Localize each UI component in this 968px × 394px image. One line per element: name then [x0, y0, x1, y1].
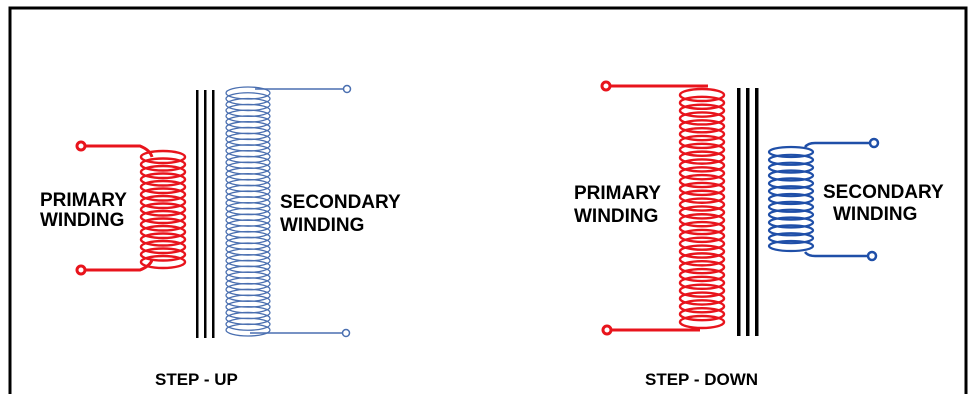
coil-turn: [678, 126, 726, 142]
step-down-secondary-bottom-lead: [804, 251, 868, 258]
step-up-core-bar-1: [196, 90, 199, 338]
coil-turn: [678, 244, 726, 259]
coil-turn: [767, 153, 815, 166]
step-down-core-bar-2: [746, 88, 750, 336]
step-up-primary-coil: [139, 149, 187, 270]
coil-turn: [678, 103, 726, 118]
step-up-secondary-bottom-terminal: [341, 328, 351, 338]
coil-turn: [678, 87, 726, 103]
coil-turn: [678, 181, 726, 197]
step-down-secondary-coil: [767, 145, 815, 253]
step-up-caption: STEP - UP: [155, 370, 238, 389]
step-down-core-bar-1: [737, 88, 741, 336]
coil-turn: [767, 239, 815, 253]
coil-turn: [767, 161, 815, 174]
coil-turn: [678, 299, 726, 314]
step-up-primary-label-line1: PRIMARY: [40, 190, 127, 211]
coil-turn: [678, 213, 726, 228]
coil-turn: [139, 149, 187, 165]
coil-turn: [678, 158, 726, 173]
coil-turn: [678, 275, 726, 291]
coil-turn: [139, 157, 187, 172]
coil-turn: [139, 187, 187, 202]
step-up-core-bar-3: [212, 90, 215, 338]
coil-turn: [678, 173, 726, 189]
coil-turn: [678, 267, 726, 283]
coil-turn: [678, 205, 726, 220]
coil-turn: [139, 254, 187, 270]
coil-turn: [678, 220, 726, 236]
coil-turn: [678, 111, 726, 126]
coil-turn: [139, 164, 187, 180]
step-down-primary-coil: [678, 87, 726, 330]
coil-turn: [678, 189, 726, 204]
coil-turn: [678, 291, 726, 306]
step-down-primary-label-line2: WINDING: [574, 206, 658, 227]
step-down-caption: STEP - DOWN: [645, 370, 758, 389]
coil-turn: [139, 232, 187, 247]
coil-turn: [678, 119, 726, 134]
step-up-primary-top-lead: [83, 144, 154, 158]
step-down-primary-label-line1: PRIMARY: [574, 183, 661, 204]
coil-turn: [678, 95, 726, 111]
coil-turn: [767, 200, 815, 213]
step-down-secondary-label-line2: WINDING: [833, 204, 917, 225]
step-down-secondary-top-lead: [804, 141, 870, 148]
coil-turn: [678, 252, 726, 267]
coil-turn: [139, 217, 187, 232]
step-down-secondary-label-line1: SECONDARY: [823, 182, 944, 203]
coil-turn: [678, 142, 726, 157]
coil-turn: [767, 224, 815, 237]
step-up-secondary-label-line1: SECONDARY: [280, 192, 401, 213]
step-down-primary-top-terminal: [600, 80, 612, 92]
coil-turn: [678, 314, 726, 330]
coil-turn: [767, 208, 815, 221]
coil-turn: [139, 224, 187, 240]
coil-turn: [678, 228, 726, 244]
diagram-frame: [8, 6, 968, 394]
step-up-secondary-label-line2: WINDING: [280, 215, 364, 236]
coil-turn: [678, 197, 726, 212]
coil-turn: [767, 177, 815, 190]
coil-turn: [678, 283, 726, 298]
coil-turn: [225, 323, 271, 337]
step-down-core-bar-3: [755, 88, 759, 336]
coil-turn: [139, 202, 187, 217]
step-up-secondary-top-terminal: [342, 84, 352, 94]
coil-turn: [678, 306, 726, 322]
step-up-primary-bottom-terminal: [75, 264, 87, 276]
coil-turn: [767, 192, 815, 206]
coil-turn: [767, 169, 815, 182]
coil-turn: [139, 172, 187, 187]
coil-turn: [678, 134, 726, 150]
step-down-transformer: PRIMARY WINDING SECONDARY WINDING STEP -…: [574, 80, 944, 389]
coil-turn: [678, 260, 726, 275]
coil-turn: [767, 145, 815, 159]
coil-turn: [767, 216, 815, 229]
coil-turn: [139, 179, 187, 195]
coil-turn: [139, 209, 187, 225]
step-up-transformer: PRIMARY WINDING SECONDARY WINDING STEP -…: [40, 84, 401, 389]
coil-turn: [139, 247, 187, 262]
coil-turn: [139, 194, 187, 210]
coil-turn: [767, 232, 815, 245]
step-down-secondary-top-terminal: [868, 137, 880, 149]
coil-turn: [139, 239, 187, 255]
step-up-primary-top-terminal: [75, 140, 87, 152]
step-down-primary-bottom-terminal: [601, 324, 613, 336]
coil-turn: [225, 317, 271, 331]
step-up-primary-label-line2: WINDING: [40, 210, 124, 231]
step-down-secondary-bottom-terminal: [866, 250, 878, 262]
coil-turn: [767, 185, 815, 198]
coil-turn: [678, 236, 726, 251]
step-up-core-bar-2: [204, 90, 207, 338]
coil-turn: [678, 166, 726, 181]
coil-turn: [678, 150, 726, 165]
step-up-secondary-coil: [225, 86, 271, 337]
